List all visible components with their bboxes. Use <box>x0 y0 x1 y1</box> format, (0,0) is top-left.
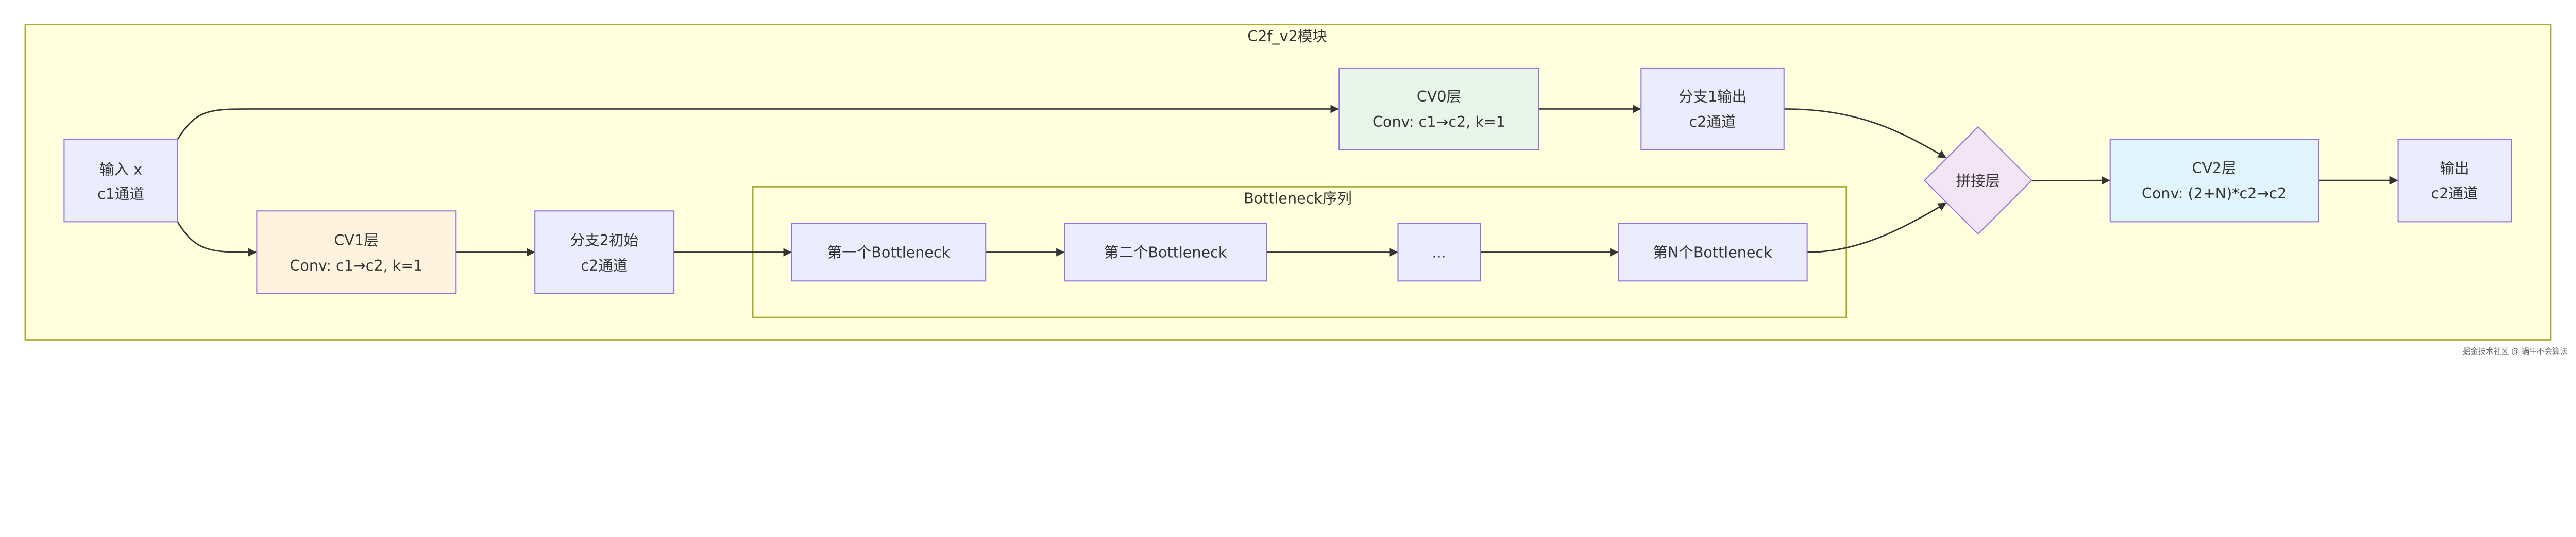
c2f-v2-module-title: C2f_v2模块 <box>1247 27 1327 45</box>
node-branch1-line2: c2通道 <box>1689 113 1736 130</box>
node-cv0-line2: Conv: c1→c2, k=1 <box>1372 113 1505 130</box>
node-output-line1: 输出 <box>2439 159 2469 177</box>
node-bottleneck1[interactable]: 第一个Bottleneck <box>791 223 987 282</box>
edge-branch1-to-concat <box>1784 108 1947 159</box>
node-cv1[interactable]: CV1层 Conv: c1→c2, k=1 <box>256 210 457 294</box>
node-bottleneck2-box <box>1064 223 1267 282</box>
edge-concat-to-cv2 <box>2031 176 2110 185</box>
node-cv1-box <box>256 210 457 294</box>
node-bottleneckN-box <box>1618 223 1808 282</box>
node-concat-diamond <box>1923 126 2032 235</box>
flowchart: C2f_v2模块 Bottleneck序列 输入 x c1通道 CV0层 Con… <box>24 24 2568 356</box>
node-input-line2: c1通道 <box>97 185 144 203</box>
node-bottleneck2-label: 第二个Bottleneck <box>1104 244 1227 261</box>
node-input[interactable]: 输入 x c1通道 <box>63 139 178 223</box>
node-output[interactable]: 输出 c2通道 <box>2397 139 2512 223</box>
node-concat-label: 拼接层 <box>1956 172 2001 189</box>
node-bottleneckN-label: 第N个Bottleneck <box>1653 244 1772 261</box>
node-branch1-box <box>1640 67 1785 151</box>
node-cv2-line2: Conv: (2+N)*c2→c2 <box>2142 184 2286 202</box>
node-cv2[interactable]: CV2层 Conv: (2+N)*c2→c2 <box>2109 139 2319 223</box>
node-branch2[interactable]: 分支2初始 c2通道 <box>534 210 675 294</box>
node-output-line2: c2通道 <box>2431 184 2478 202</box>
node-cv2-line1: CV2层 <box>2192 159 2236 177</box>
bottleneck-sequence-title: Bottleneck序列 <box>1244 189 1352 207</box>
node-bottleneck1-box <box>791 223 987 282</box>
node-cv0[interactable]: CV0层 Conv: c1→c2, k=1 <box>1338 67 1539 151</box>
node-bottleneck1-label: 第一个Bottleneck <box>827 244 951 261</box>
node-input-box <box>63 139 178 223</box>
node-input-line1: 输入 x <box>99 161 142 178</box>
node-branch1-line1: 分支1输出 <box>1679 88 1747 105</box>
node-ellipsis[interactable]: ... <box>1397 223 1481 282</box>
node-bottleneck2[interactable]: 第二个Bottleneck <box>1064 223 1267 282</box>
node-cv2-box <box>2109 139 2319 223</box>
node-cv1-line1: CV1层 <box>334 231 378 249</box>
node-cv0-box <box>1338 67 1539 151</box>
node-output-box <box>2397 139 2512 223</box>
node-bottleneckN[interactable]: 第N个Bottleneck <box>1618 223 1808 282</box>
edge-input-to-cv1 <box>177 221 257 257</box>
node-ellipsis-label: ... <box>1432 244 1446 261</box>
node-cv0-line1: CV0层 <box>1417 88 1461 105</box>
watermark: 掘金技术社区 @ 蜗牛不会算法 <box>2463 347 2568 356</box>
node-branch1[interactable]: 分支1输出 c2通道 <box>1640 67 1785 151</box>
node-ellipsis-box <box>1397 223 1481 282</box>
node-cv1-line2: Conv: c1→c2, k=1 <box>290 257 422 274</box>
node-concat[interactable]: 拼接层 <box>1923 126 2032 235</box>
node-branch2-line2: c2通道 <box>581 257 628 274</box>
edge-bottleneckN-to-concat <box>1807 203 1947 253</box>
node-branch2-box <box>534 210 675 294</box>
node-branch2-line1: 分支2初始 <box>570 231 638 249</box>
edge-input-to-cv0 <box>177 105 1339 140</box>
